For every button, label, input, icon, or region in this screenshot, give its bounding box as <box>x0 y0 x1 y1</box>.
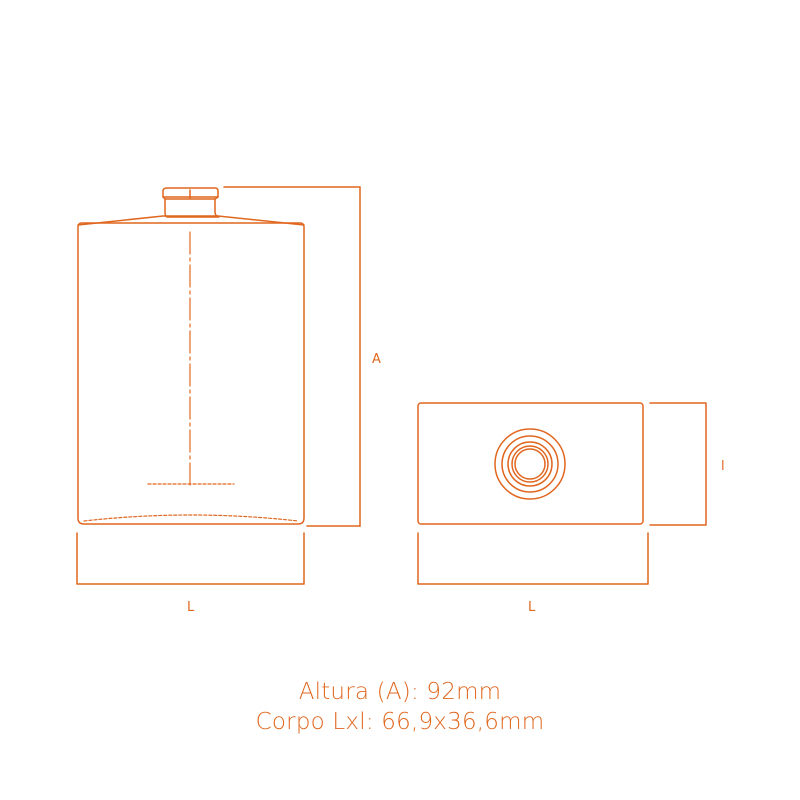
top-length-bracket <box>417 532 649 585</box>
top-width-dimension <box>649 402 707 526</box>
finish-bore-inner-circle <box>514 448 546 480</box>
top-view-body <box>417 402 644 525</box>
finish-ring-circle <box>501 435 559 493</box>
bottle-shoulder <box>77 215 305 226</box>
top-width-marker-label: l <box>721 459 725 474</box>
top-length-dimension <box>417 532 649 585</box>
front-length-dimension <box>76 532 305 585</box>
top-length-marker-label: L <box>528 600 536 615</box>
bottle-neck-finish <box>162 187 220 218</box>
front-length-marker-label: L <box>187 600 195 615</box>
finish-ring-circle-inner <box>507 441 553 487</box>
bottle-body <box>77 222 305 525</box>
top-width-bracket <box>649 402 707 526</box>
front-length-bracket <box>76 532 305 585</box>
bottle-front-view <box>77 187 305 525</box>
base-punt-hidden-line <box>83 514 299 522</box>
height-marker-label: A <box>372 352 381 367</box>
body-spec-text: Corpo Lxl: 66,9x36,6mm <box>255 709 545 735</box>
finish-bore-circle <box>511 445 549 483</box>
finish-outer-circle <box>494 428 566 500</box>
height-spec-text: Altura (A): 92mm <box>298 679 502 705</box>
height-dimension <box>223 186 361 527</box>
bottle-top-view <box>417 402 644 525</box>
